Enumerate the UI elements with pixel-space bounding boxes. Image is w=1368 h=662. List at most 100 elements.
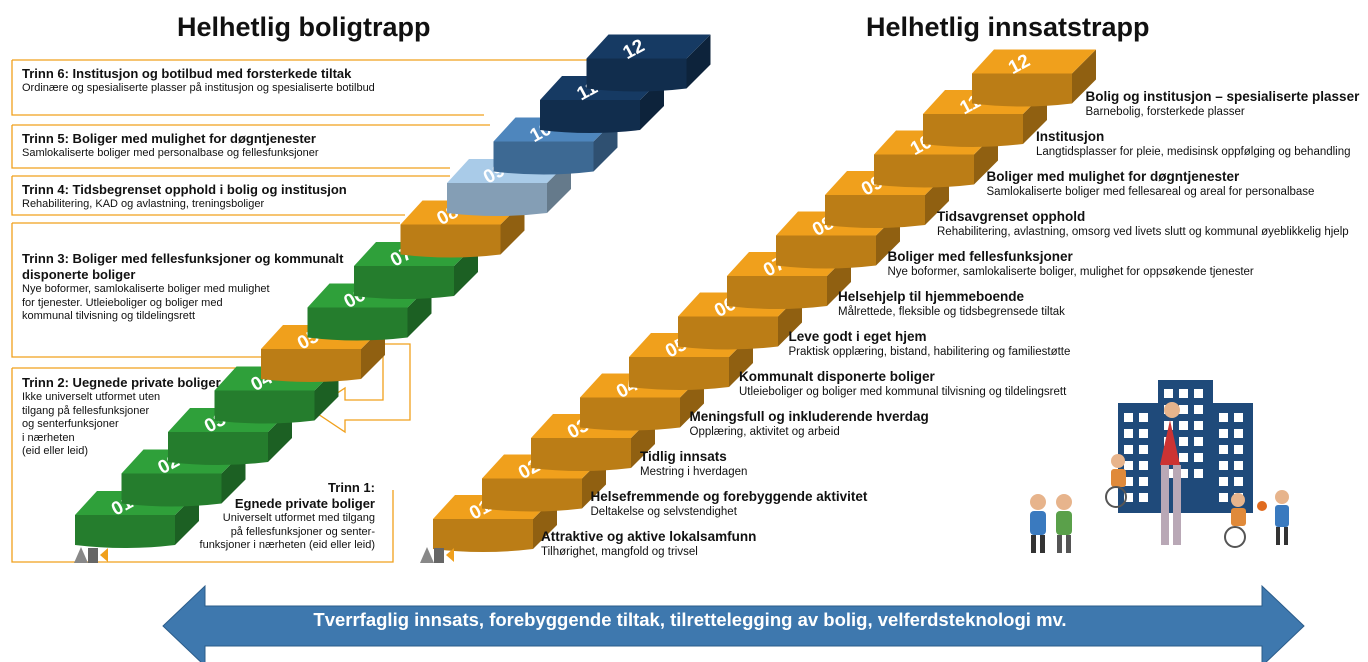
frame-trinn4: [11, 175, 450, 216]
right-label-text: Opplæring, aktivitet og arbeid: [689, 426, 840, 438]
right-label-text: Deltakelse og selvstendighet: [590, 506, 737, 518]
building-window: [1179, 437, 1188, 446]
left-step-12-side: [686, 34, 711, 89]
trinn3-title-2: disponerte boliger: [22, 267, 136, 282]
building-window: [1124, 445, 1133, 454]
left-step-11-front: [540, 100, 640, 133]
building-window: [1219, 445, 1228, 454]
building-window: [1179, 389, 1188, 398]
building-window: [1194, 469, 1203, 478]
left-step-09-front: [447, 183, 547, 216]
right-label-title: Helsefremmende og forebyggende aktivitet: [590, 489, 868, 504]
right-step-12-side: [1072, 49, 1096, 104]
right-step-10-front: [874, 154, 974, 188]
building-window: [1234, 445, 1243, 454]
right-label-text: Utleieboliger og boliger med kommunal ti…: [739, 386, 1067, 398]
left-step-12: 12: [586, 34, 711, 92]
building-window: [1179, 453, 1188, 462]
left-step-12-top: [586, 34, 711, 59]
trinn6-box: Trinn 6: Institusjon og botilbud med for…: [22, 66, 375, 96]
ks-logo-icon: [420, 547, 454, 563]
right-step-05-front: [629, 357, 729, 390]
right-label-title: Tidlig innsats: [640, 449, 727, 464]
right-step-12: 12: [972, 49, 1096, 107]
trinn1-line-2: på fellesfunksjoner og senter-: [230, 525, 375, 538]
trinn4-title: Trinn 4: Tidsbegrenset opphold i bolig o…: [22, 182, 347, 197]
trinn1-title-1: Trinn 1:: [328, 480, 375, 495]
building-window: [1139, 429, 1148, 438]
frame-trinn5: [11, 124, 490, 169]
right-label-title: Boliger med fellesfunksjoner: [887, 249, 1073, 264]
left-step-12-front: [586, 58, 687, 92]
building-window: [1124, 477, 1133, 486]
right-step-02-front: [482, 478, 582, 512]
trinn4-box: Trinn 4: Tidsbegrenset opphold i bolig o…: [22, 182, 347, 212]
trinn2-box: Trinn 2: Uegnede private boliger Ikke un…: [22, 375, 221, 459]
building-window: [1124, 413, 1133, 422]
right-label-text: Nye boformer, samlokaliserte boliger, mu…: [887, 266, 1254, 278]
trinn5-box: Trinn 5: Boliger med mulighet for døgntj…: [22, 131, 319, 161]
building-window: [1194, 437, 1203, 446]
right-step-04-front: [580, 397, 680, 431]
trinn5-text: Samlokaliserte boliger med personalbase …: [22, 147, 319, 159]
left-step-01-front: [75, 515, 175, 548]
building-and-people-illustration-icon: [1030, 380, 1289, 553]
right-label-title: Attraktive og aktive lokalsamfunn: [541, 529, 757, 544]
building-window: [1234, 413, 1243, 422]
trinn3-title-1: Trinn 3: Boliger med fellesfunksjoner og…: [22, 251, 344, 266]
arrow-text: Tverrfaglig innsats, forebyggende tiltak…: [313, 609, 1067, 630]
building-window: [1139, 493, 1148, 502]
right-step-08-front: [776, 235, 876, 269]
right-title: Helhetlig innsatstrapp: [866, 12, 1150, 42]
trinn3-box: Trinn 3: Boliger med fellesfunksjoner og…: [22, 251, 343, 324]
trinn1-title-2: Egnede private boliger: [234, 496, 375, 511]
left-step-03-front: [168, 432, 268, 465]
building-window: [1194, 389, 1203, 398]
building-window: [1139, 413, 1148, 422]
trinn4-text: Rehabilitering, KAD og avlastning, treni…: [22, 198, 265, 210]
right-step-11-front: [923, 114, 1023, 147]
left-title: Helhetlig boligtrapp: [177, 12, 431, 42]
right-label-text: Rehabilitering, avlastning, omsorg ved l…: [937, 226, 1349, 238]
building-window: [1219, 461, 1228, 470]
right-label-title: Bolig og institusjon – spesialiserte pla…: [1085, 89, 1360, 104]
left-step-02-front: [121, 473, 222, 507]
right-step-07-front: [727, 276, 827, 309]
right-label-text: Barnebolig, forsterkede plasser: [1085, 106, 1245, 118]
left-step-07-front: [354, 266, 454, 299]
right-label-text: Tilhørighet, mangfold og trivsel: [541, 546, 698, 558]
trinn3-line-3: kommunal tilvisning og tildelingsrett: [22, 310, 196, 322]
right-label-2: Helsefremmende og forebyggende aktivitet…: [591, 489, 868, 519]
building-window: [1179, 469, 1188, 478]
right-label-12: Bolig og institusjon – spesialiserte pla…: [1086, 89, 1360, 119]
building-window: [1234, 429, 1243, 438]
building-window: [1219, 413, 1228, 422]
frame-trinn6: [11, 59, 590, 116]
right-label-text: Målrettede, fleksible og tidsbegrensede …: [838, 306, 1065, 318]
left-step-04-front: [214, 390, 315, 424]
building-window: [1179, 421, 1188, 430]
building-window: [1219, 429, 1228, 438]
trinn1-box: Trinn 1: Egnede private boliger Universe…: [190, 480, 375, 553]
building-window: [1194, 453, 1203, 462]
right-label-text: Mestring i hverdagen: [640, 466, 748, 478]
trinn2-line-2: tilgang på fellesfunksjoner: [22, 404, 150, 417]
trinn2-title: Trinn 2: Uegnede private boliger: [22, 375, 221, 390]
right-step-09-front: [825, 195, 925, 228]
right-label-title: Meningsfull og inkluderende hverdag: [689, 409, 929, 424]
trinn2-line-4: i nærheten: [22, 431, 75, 444]
right-label-title: Helsehjelp til hjemmeboende: [838, 289, 1025, 304]
right-label-title: Boliger med mulighet for døgntjenester: [986, 169, 1240, 184]
building-window: [1194, 421, 1203, 430]
building-window: [1124, 429, 1133, 438]
right-step-06-front: [678, 316, 778, 350]
left-step-10-front: [493, 141, 594, 175]
